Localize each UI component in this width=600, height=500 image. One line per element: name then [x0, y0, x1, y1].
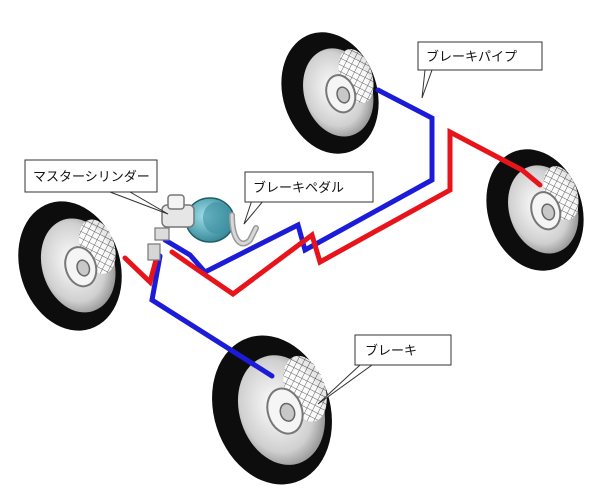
reservoir	[167, 194, 185, 210]
callout-label: マスターシリンダー	[33, 170, 150, 185]
brake-pipe-red	[122, 255, 159, 287]
brake-pipe-blue	[149, 253, 275, 379]
brake-pipe-blue	[162, 87, 435, 276]
wheel-front-right	[212, 335, 332, 485]
callout-brake-pedal: ブレーキペダル	[243, 171, 374, 225]
callout-label: ブレーキ	[365, 343, 417, 359]
callout-label: ブレーキパイプ	[426, 49, 517, 65]
callout-label: ブレーキペダル	[253, 180, 344, 196]
wheel-rear-right	[486, 149, 584, 271]
wheel-rear-left	[281, 32, 379, 154]
master-cylinder-assembly	[147, 194, 259, 261]
callout-master-cylinder: マスターシリンダー	[24, 159, 169, 215]
wheel-front-left	[18, 201, 122, 331]
brake-pipe-red	[169, 127, 543, 298]
callout-brake: ブレーキ	[317, 334, 452, 405]
brake-pipes	[122, 87, 543, 379]
callout-brake-pipe: ブレーキパイプ	[417, 41, 543, 99]
